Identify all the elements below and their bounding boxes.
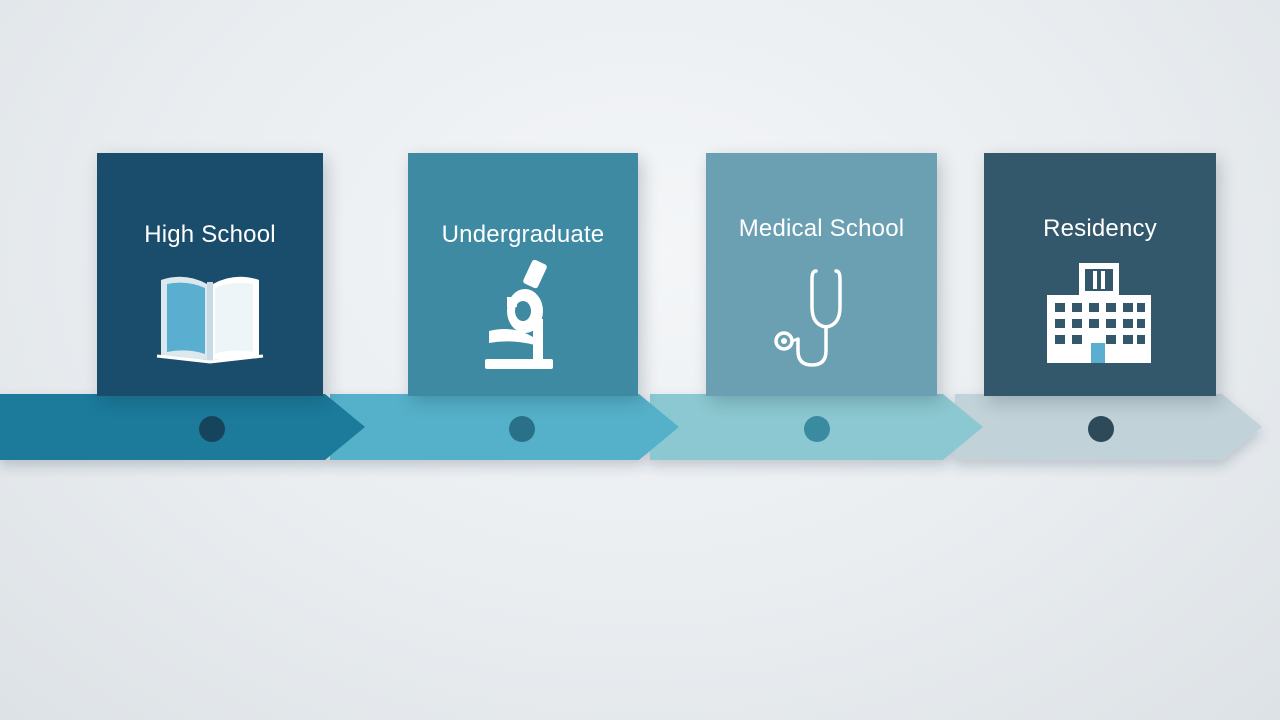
- stage-card-undergraduate: Undergraduate: [408, 153, 638, 396]
- stage-card-medical-school: Medical School: [706, 153, 937, 396]
- hospital-icon: [1045, 261, 1155, 370]
- timeline-marker-3: [804, 416, 830, 442]
- stethoscope-icon: [772, 265, 872, 376]
- stage-label-high-school: High School: [144, 221, 276, 248]
- timeline-marker-1: [199, 416, 225, 442]
- microscope-icon: [483, 259, 563, 376]
- open-book-icon: [155, 268, 265, 369]
- stage-card-high-school: High School: [97, 153, 323, 396]
- timeline-marker-2: [509, 416, 535, 442]
- stage-label-medical-school: Medical School: [738, 215, 905, 242]
- arrow-segment-1: [0, 394, 365, 460]
- arrow-segment-2: [330, 394, 679, 460]
- stage-label-undergraduate: Undergraduate: [441, 221, 605, 248]
- stage-label-residency: Residency: [1043, 215, 1157, 242]
- stage-card-residency: Residency: [984, 153, 1216, 396]
- timeline-marker-4: [1088, 416, 1114, 442]
